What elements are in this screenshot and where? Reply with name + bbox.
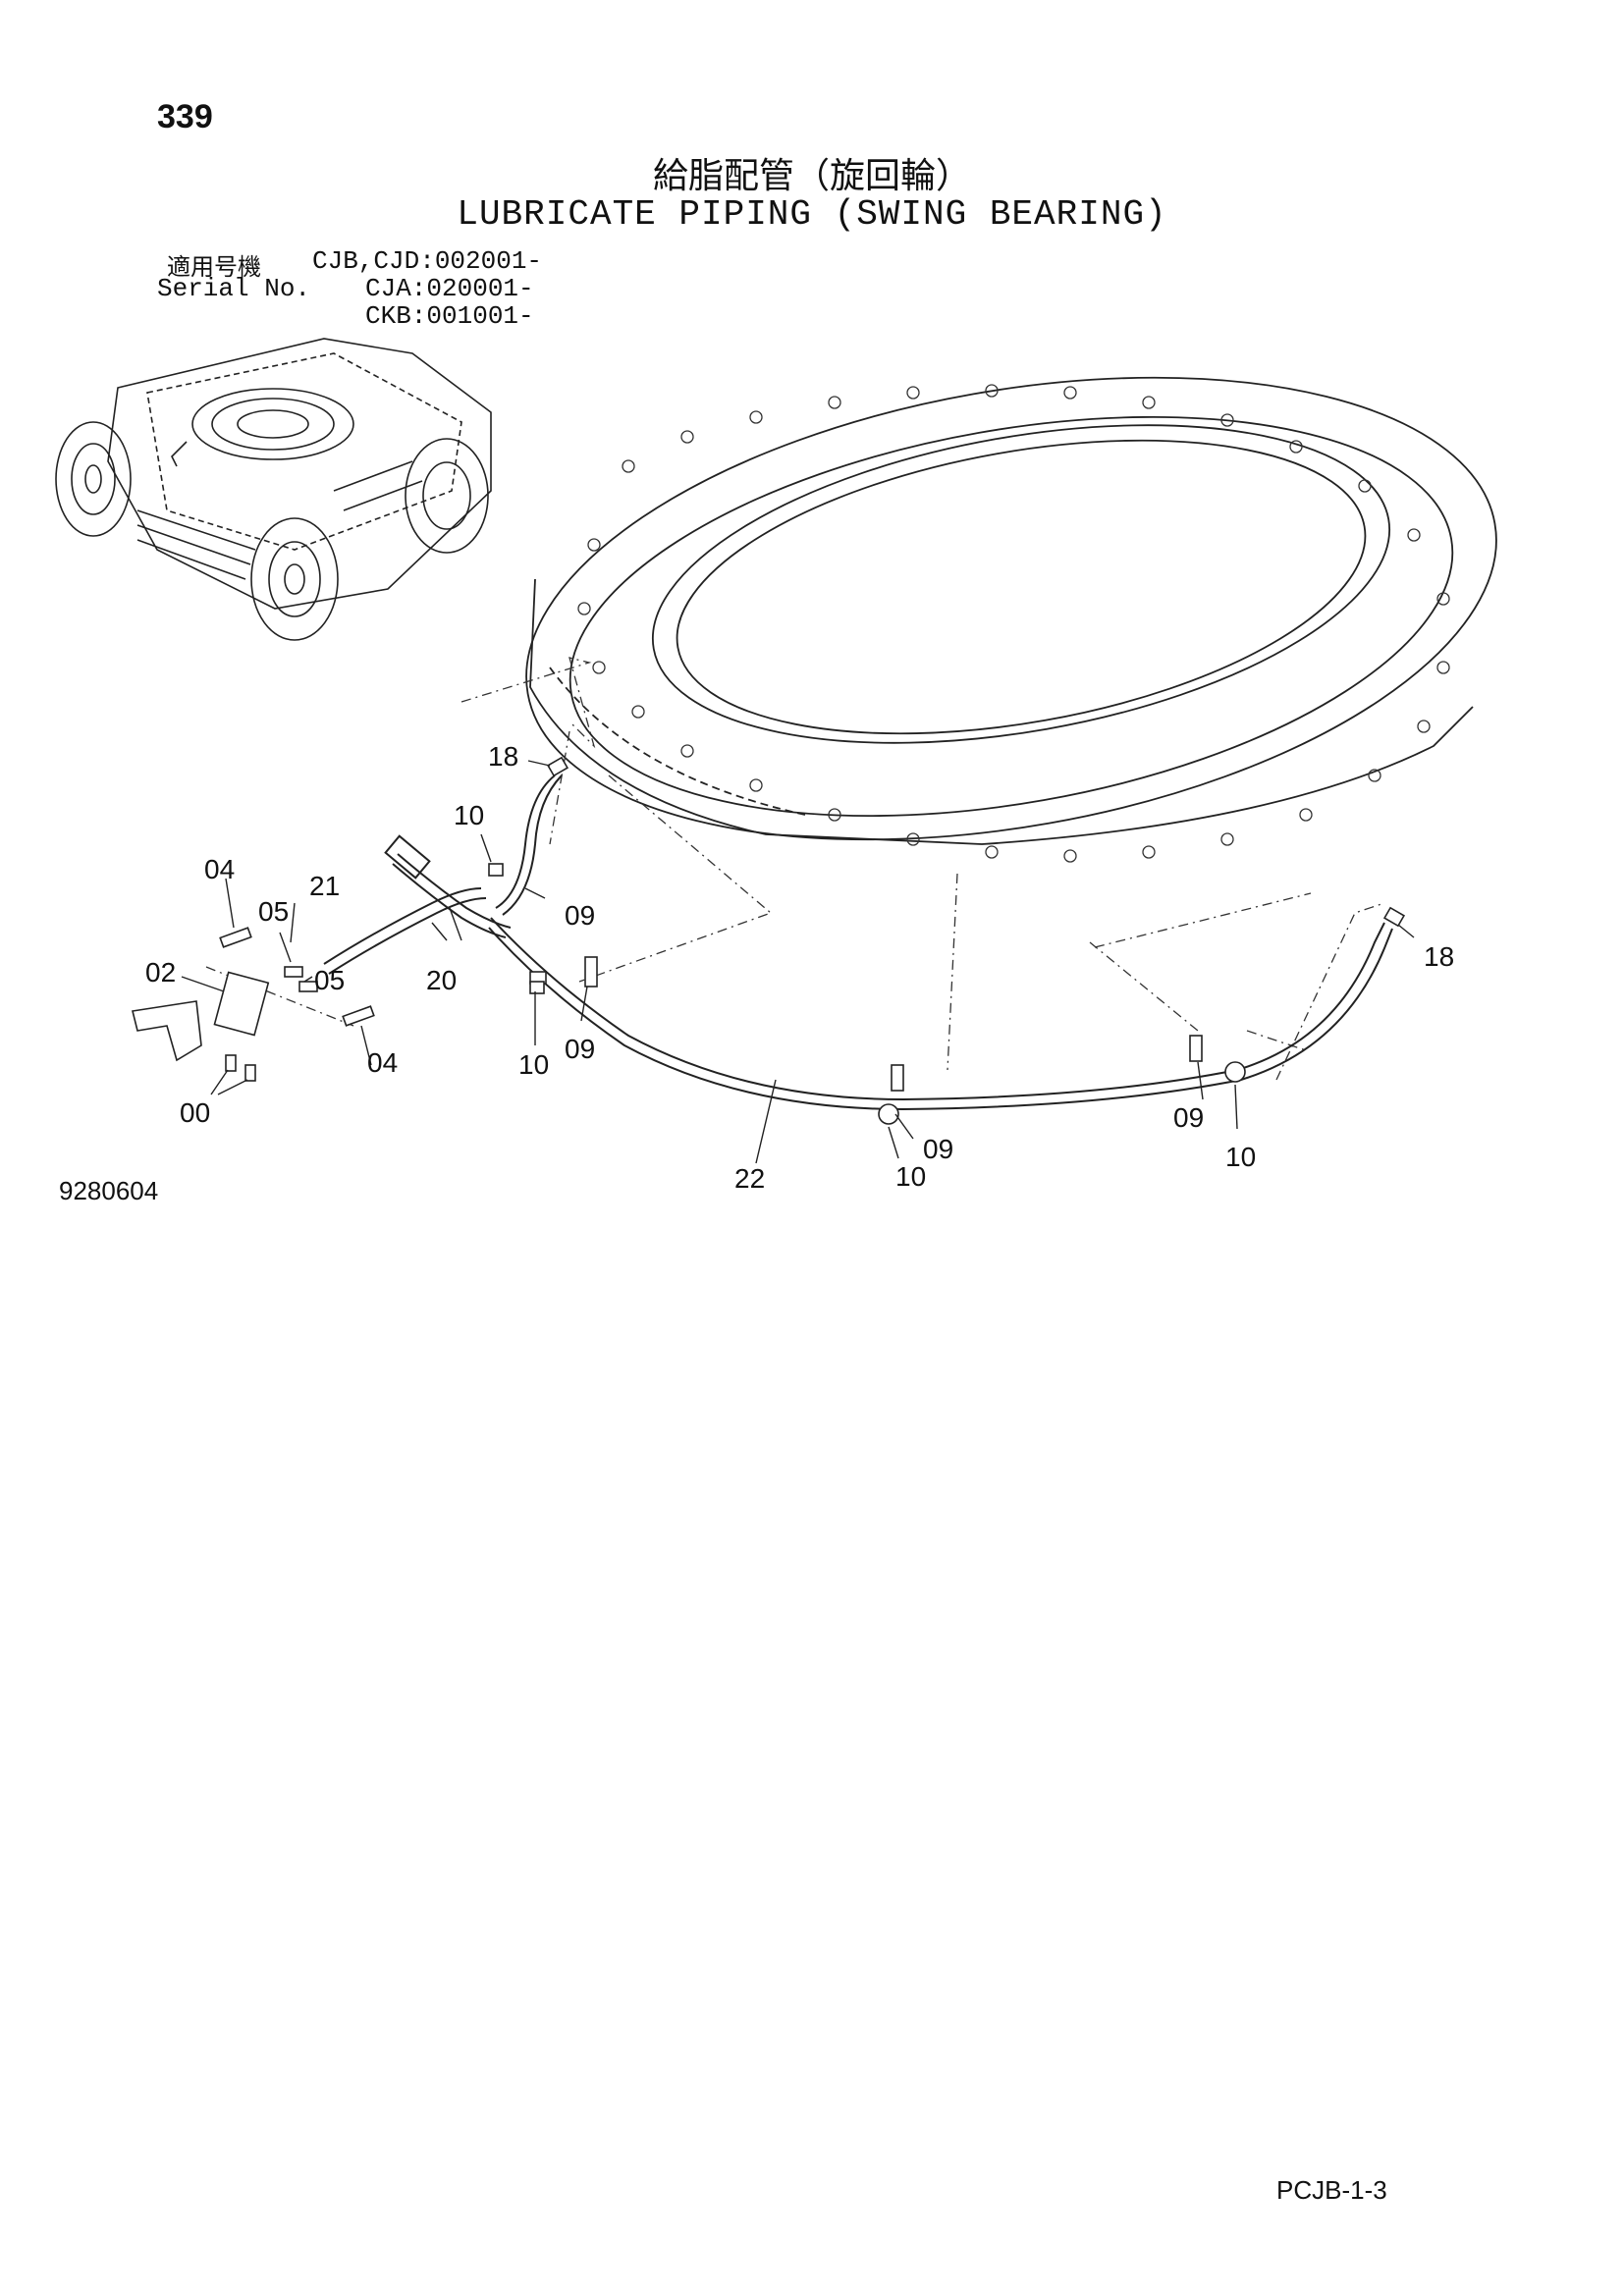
lubrication-hoses [323,774,563,975]
reference-dashed-lines [205,657,1385,1081]
callout-09-lower: 09 [923,1134,953,1164]
callout-04-upper: 04 [204,854,235,884]
callout-10-right: 10 [1225,1142,1256,1172]
page-number: 339 [157,98,213,135]
drawing-number: 9280604 [59,1176,159,1205]
part-callouts: 18 10 09 04 21 05 02 05 20 10 09 04 00 2… [145,741,1454,1194]
serial-range-3: CKB:001001- [365,301,534,331]
callout-05-lower: 05 [314,965,345,995]
serial-label-english: Serial No. [157,274,311,303]
callout-00: 00 [180,1097,210,1128]
callout-09-right: 09 [1173,1102,1204,1133]
leader-lines [181,760,1415,1164]
callout-10-lower: 10 [895,1161,926,1192]
machine-overview-illustration [55,338,492,641]
page-code: PCJB-1-3 [1276,2175,1387,2205]
lubrication-pipe-22 [488,917,1393,1111]
title-japanese: 給脂配管（旋回輪） [652,156,971,196]
serial-range-2: CJA:020001- [365,274,534,303]
callout-22: 22 [734,1163,765,1194]
serial-label-japanese: 適用号機 [167,253,261,281]
swing-bearing-ring [525,376,1497,845]
callout-10-upper: 10 [454,800,484,830]
callout-21: 21 [309,871,340,901]
callout-10-middle: 10 [518,1049,549,1080]
callout-20: 20 [426,965,457,995]
callout-18-right: 18 [1424,941,1454,972]
callout-09-upper: 09 [565,900,595,931]
callout-05-upper: 05 [258,896,289,927]
callout-02: 02 [145,957,176,988]
ring-bolt-holes [577,384,1450,863]
hardware-parts [132,756,1406,1125]
serial-range-1: CJB,CJD:002001- [312,246,543,276]
callout-04-lower: 04 [367,1047,398,1078]
callout-18-upper: 18 [488,741,518,772]
title-english: LUBRICATE PIPING (SWING BEARING) [457,194,1167,235]
callout-09-middle: 09 [565,1034,595,1064]
